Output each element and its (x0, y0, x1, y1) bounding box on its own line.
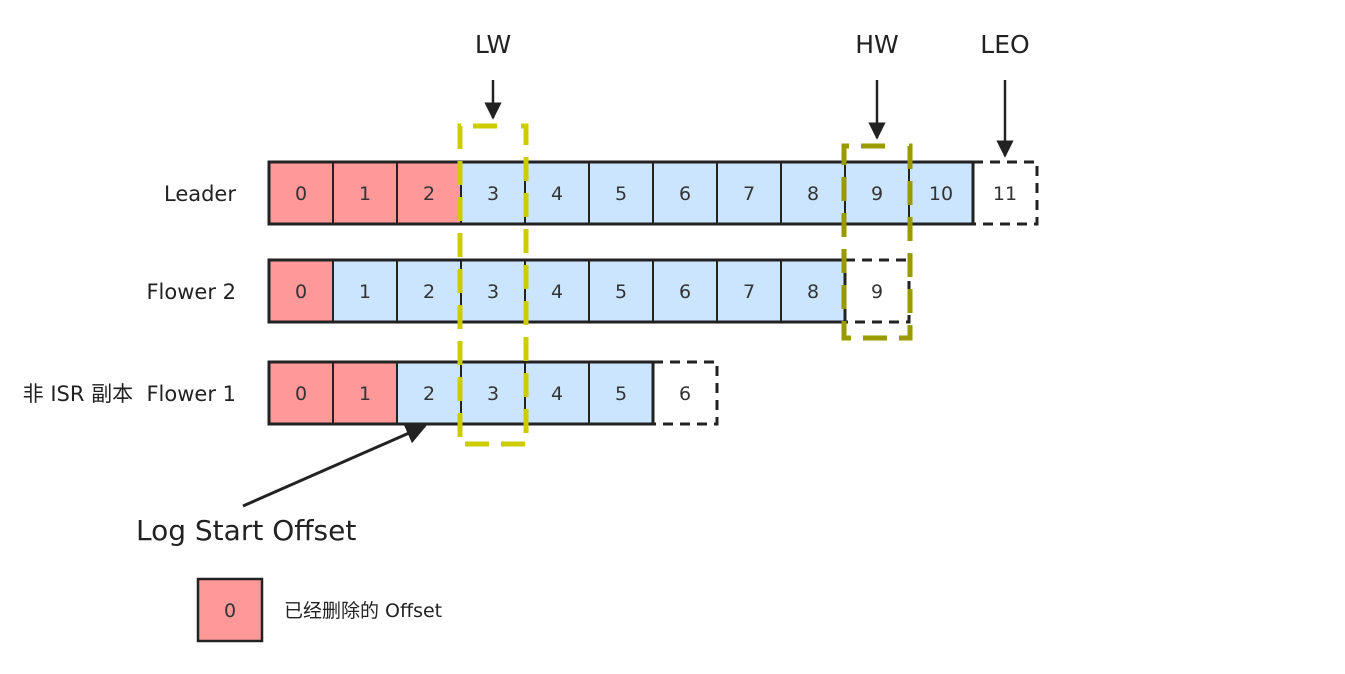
offset-cell-value: 2 (423, 281, 435, 303)
offset-cell-value: 6 (679, 183, 691, 205)
log-start-offset-arrow (242, 423, 427, 508)
legend-deleted-swatch (196, 577, 264, 643)
lw-label: LW (475, 30, 511, 59)
offset-cell-active (588, 161, 654, 225)
offset-cell-active (716, 161, 782, 225)
offset-cell-value: 9 (871, 183, 883, 205)
offset-cell-deleted (332, 361, 398, 425)
legend-text: 已经删除的 Offset (284, 600, 442, 622)
offset-cell-value: 6 (679, 383, 691, 405)
offset-cell-value: 11 (993, 183, 1017, 205)
offset-cell-value: 2 (423, 183, 435, 205)
hw-label: HW (855, 30, 899, 59)
offset-cell-value: 2 (423, 383, 435, 405)
offset-cell-value: 5 (615, 183, 627, 205)
offset-cell-value: 1 (359, 383, 371, 405)
offset-cell-value: 3 (487, 281, 499, 303)
offset-cell-value: 1 (359, 183, 371, 205)
offset-cell-value: 5 (615, 281, 627, 303)
offset-cell-value: 3 (487, 183, 499, 205)
offset-cell-value: 7 (743, 183, 755, 205)
offset-cell-value: 8 (807, 183, 819, 205)
offset-cell-value: 4 (551, 183, 563, 205)
offset-cell-value: 1 (359, 281, 371, 303)
offset-cell-value: 8 (807, 281, 819, 303)
row-label: Leader (164, 182, 236, 206)
row-2: 非 ISR 副本 Flower 1 0 1 2 3 4 5 6 (23, 360, 719, 426)
offset-cell-value: 4 (551, 281, 563, 303)
row-label: Flower 2 (146, 280, 236, 304)
row-1: Flower 2 0 1 2 3 4 5 6 7 8 9 (146, 258, 911, 324)
offset-cell-value: 6 (679, 281, 691, 303)
offset-cell-value: 10 (929, 183, 953, 205)
legend: 0 已经删除的 Offset (196, 577, 442, 643)
legend-swatch-value: 0 (224, 600, 236, 622)
row-label: 非 ISR 副本 Flower 1 (23, 382, 236, 406)
row-0: Leader 0 1 2 3 4 5 6 7 8 9 10 11 (164, 160, 1039, 226)
offset-cell-value: 3 (487, 383, 499, 405)
offset-cell-pending (971, 160, 1039, 226)
row-outline (267, 160, 975, 226)
hw-bracket (841, 143, 913, 341)
offset-cell-value: 4 (551, 383, 563, 405)
leo-label: LEO (980, 30, 1029, 59)
lw-bracket (457, 123, 529, 447)
offset-cell-value: 9 (871, 281, 883, 303)
offset-cell-deleted (332, 161, 398, 225)
offset-cell-value: 7 (743, 281, 755, 303)
log-start-offset-label: Log Start Offset (136, 514, 356, 547)
offset-cell-value: 5 (615, 383, 627, 405)
offset-cell-active (396, 259, 462, 323)
offset-cell-value: 0 (295, 383, 307, 405)
offset-cell-value: 0 (295, 281, 307, 303)
offset-cell-value: 0 (295, 183, 307, 205)
